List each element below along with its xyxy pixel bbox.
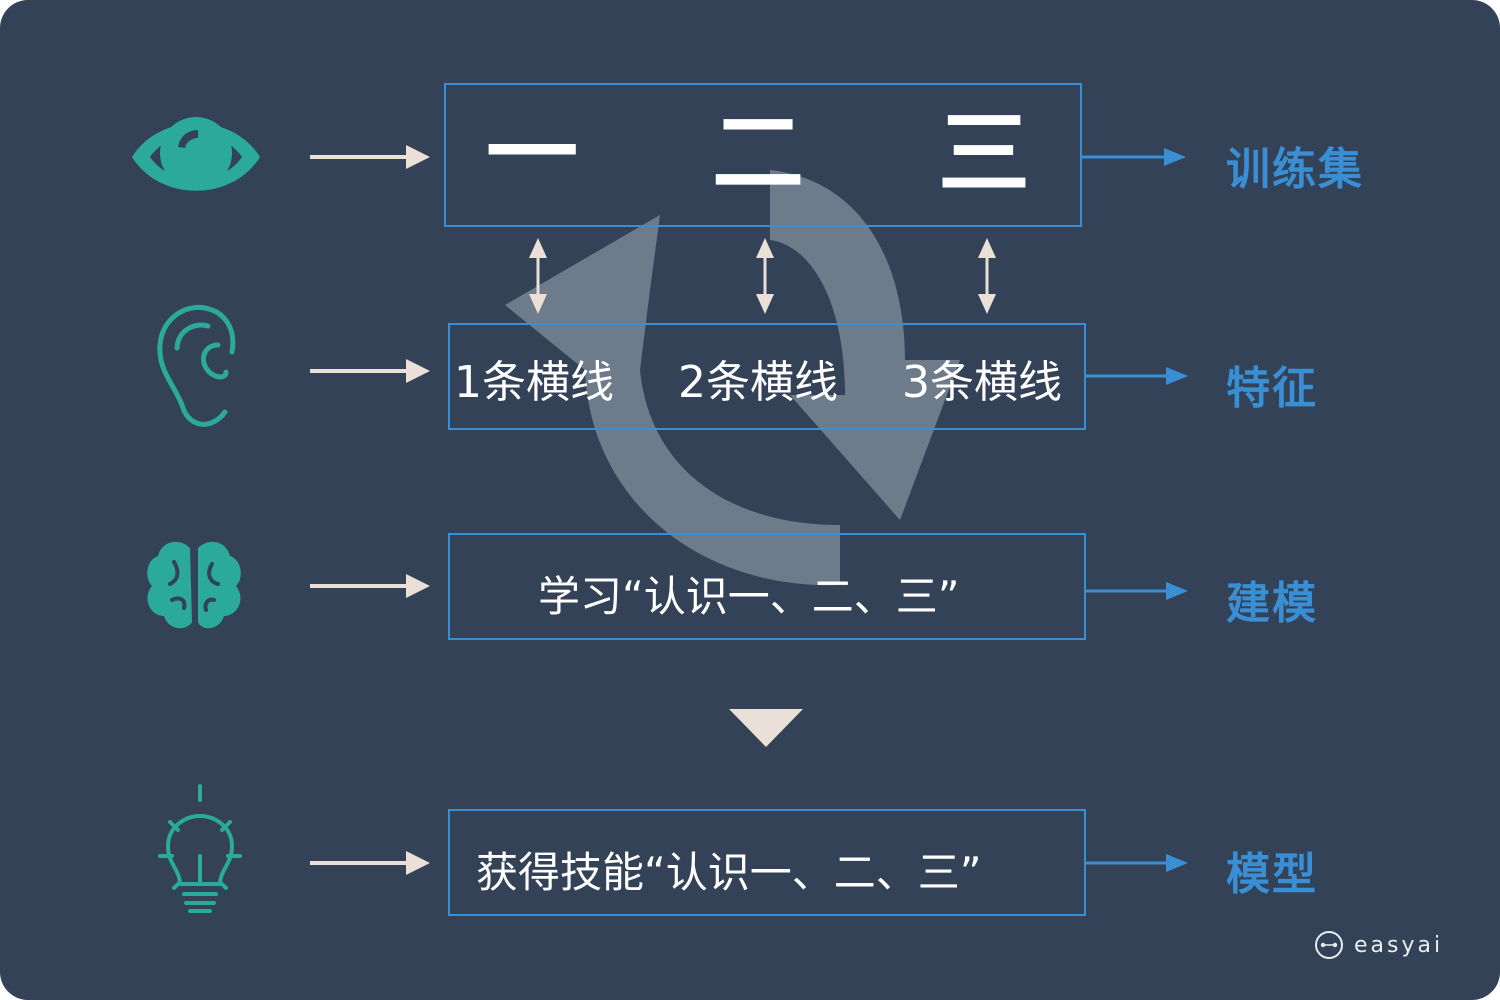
brain-icon: [147, 541, 241, 629]
model-text: 获得技能“认识一、二、三”: [476, 848, 982, 897]
label-training-set: 训练集: [1226, 144, 1364, 195]
left-arrow-row4: [310, 851, 430, 875]
cycle-arrow-left: [505, 215, 840, 586]
right-arrow-row2: [1086, 367, 1188, 385]
left-arrow-row3: [310, 574, 430, 598]
right-arrow-row4: [1086, 854, 1188, 872]
features-box: [448, 323, 1086, 430]
training-set-box: [444, 83, 1082, 227]
label-features: 特征: [1226, 363, 1318, 414]
double-arrow-1: [529, 238, 547, 314]
label-modeling: 建模: [1226, 578, 1318, 629]
eye-icon: [132, 117, 260, 191]
feature-item-3: 3条横线: [902, 357, 1062, 408]
brand-watermark: easyai: [1314, 930, 1443, 960]
feature-item-2: 2条横线: [678, 357, 838, 408]
right-arrow-row1: [1082, 148, 1186, 166]
label-model: 模型: [1226, 849, 1318, 900]
easyai-logo-icon: [1315, 931, 1343, 959]
model-box: [448, 809, 1086, 916]
feature-item-1: 1条横线: [454, 357, 614, 408]
character-two: 二: [712, 99, 805, 207]
lightbulb-icon: [158, 784, 242, 913]
modeling-text: 学习“认识一、二、三”: [538, 572, 960, 621]
down-triangle-icon: [729, 709, 803, 747]
brand-name: easyai: [1354, 932, 1444, 958]
double-arrow-2: [756, 238, 774, 314]
cycle-arrow-right: [770, 170, 960, 520]
modeling-box: [448, 533, 1086, 640]
double-arrow-3: [978, 238, 996, 314]
ear-icon: [157, 304, 236, 427]
character-three: 三: [938, 99, 1031, 207]
right-arrow-row3: [1086, 582, 1188, 600]
left-arrow-row2: [310, 359, 430, 383]
character-one: 一: [486, 99, 579, 207]
left-arrow-row1: [310, 145, 430, 169]
